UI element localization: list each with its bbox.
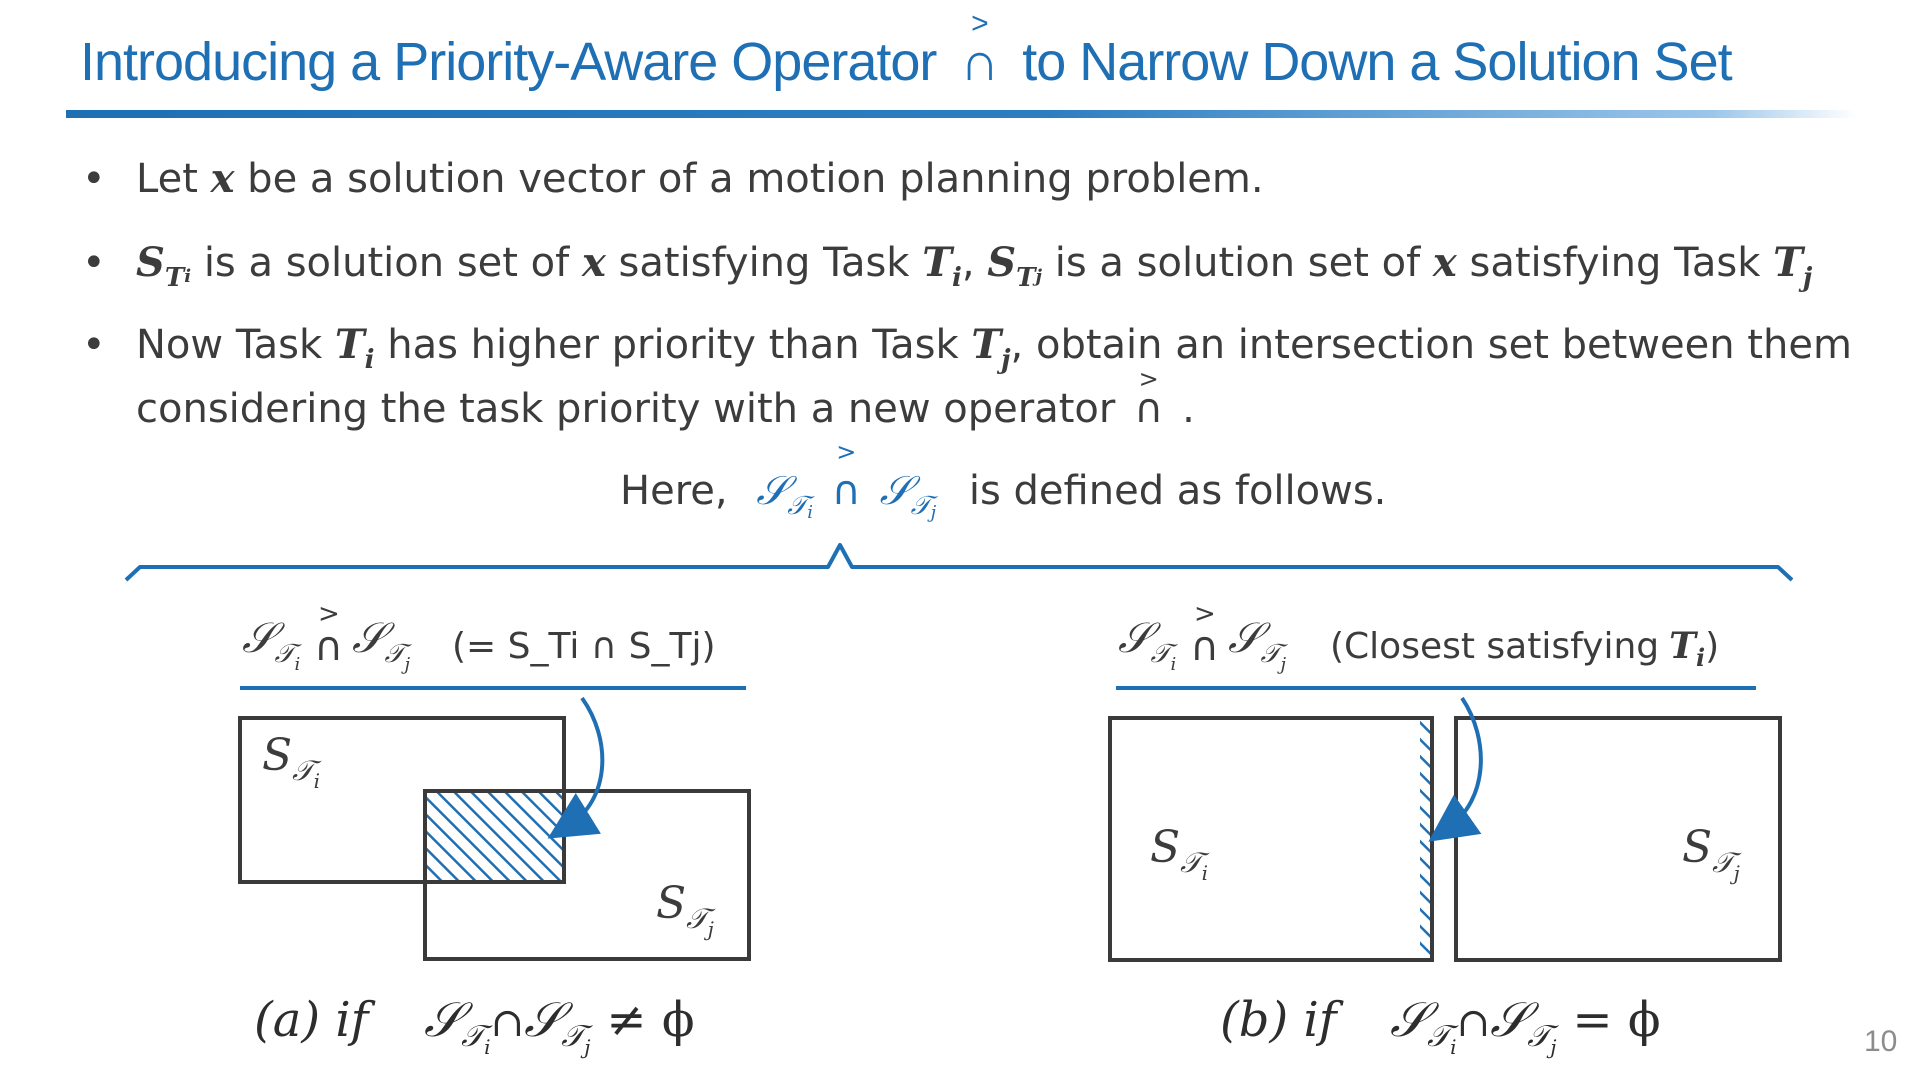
title-after: to Narrow Down a Solution Set [1022,32,1732,92]
priority-operator-symbol: >∩ [960,7,999,92]
panel-a-definition-note: (= S_Ti ∩ S_Tj) [452,626,716,667]
panel-b-header-set-j: 𝒮𝒯j [1228,613,1289,675]
title-underline [66,110,1856,118]
title-before: Introducing a Priority-Aware Operator [80,32,937,92]
slide-title: Introducing a Priority-Aware Operator >∩… [80,7,1900,102]
panel-a: 𝒮𝒯i > ∩ 𝒮𝒯j (= S_Ti ∩ S_Tj) S𝒯i S𝒯j (a) … [238,599,751,1059]
panel-a-caption-expression: 𝒮𝒯i∩𝒮𝒯j≠ ϕ [424,992,695,1059]
panel-b-header-expression: 𝒮𝒯i [1118,613,1179,675]
priority-operator-mark: > [1194,599,1216,629]
bullet-3-line-2: considering the task priority with a new… [136,365,1195,440]
panel-b-caption-expression: 𝒮𝒯i∩𝒮𝒯j= ϕ [1390,992,1661,1059]
bullet-marker: • [82,240,106,286]
bullet-3-line-1: Now Task Ti has higher priority than Tas… [136,321,1852,375]
panel-a-header-expression: 𝒮𝒯i [242,613,303,675]
set-j-box [1454,716,1782,962]
priority-operator-symbol: >∩ [1134,365,1164,432]
grouping-brace [124,543,1794,582]
panel-a-header-set-j: 𝒮𝒯j [352,613,413,675]
bullet-marker: • [82,322,106,368]
page-number: 10 [1864,1025,1898,1058]
set-j-label: S𝒯j [656,878,716,941]
definition-intro: Here, 𝒮𝒯i >∩ 𝒮𝒯j is defined as follows. [620,438,1387,523]
bullet-marker: • [82,156,106,202]
panel-b-caption-prefix: (b) if [1220,992,1344,1048]
panel-a-caption-prefix: (a) if [254,992,376,1048]
set-i-label: S𝒯i [262,730,322,793]
priority-operator-cap: ∩ [314,624,343,670]
priority-operator-mark: > [318,599,340,629]
pointer-arrow [1428,696,1483,842]
pointer-arrow [547,696,605,839]
bullet-2: STi is a solution set of x satisfying Ta… [136,239,1813,293]
bullet-1: Let x be a solution vector of a motion p… [136,155,1264,202]
intersection-region [423,789,566,884]
priority-operator-symbol: >∩ [831,438,861,514]
definition-expression: 𝒮𝒯i >∩ 𝒮𝒯j [756,438,937,523]
priority-operator-cap: ∩ [1190,624,1219,670]
